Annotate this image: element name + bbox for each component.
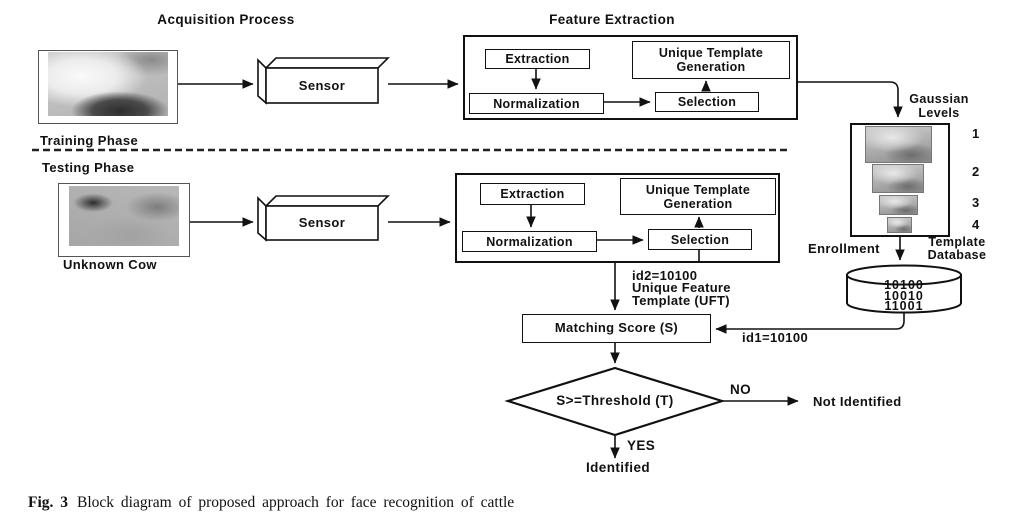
figure-caption-text: Block diagram of proposed approach for f… bbox=[77, 494, 515, 511]
uft-line-2: Unique Feature bbox=[632, 280, 731, 296]
uft-id2-line: id2=10100 bbox=[632, 268, 698, 283]
sensor-3d-shape-training bbox=[257, 57, 390, 105]
training-cow-image bbox=[48, 52, 168, 116]
gaussian-level-2-number: 2 bbox=[972, 164, 980, 179]
figure-caption: Fig. 3 Block diagram of proposed approach… bbox=[28, 494, 514, 512]
normalization-box-testing: Normalization bbox=[462, 231, 597, 252]
selection-box-testing: Selection bbox=[648, 229, 752, 250]
gaussian-level-1-number: 1 bbox=[972, 126, 980, 141]
decision-no-label: NO bbox=[730, 382, 752, 397]
decision-diamond bbox=[504, 366, 726, 437]
unique-template-generation-box-testing: Unique Template Generation bbox=[620, 178, 776, 215]
identified-label: Identified bbox=[586, 460, 650, 475]
database-entries: 10100 10010 11001 bbox=[854, 278, 954, 313]
testing-cow-image-frame bbox=[58, 183, 190, 257]
gaussian-level-4-number: 4 bbox=[972, 217, 980, 232]
database-entry: 11001 bbox=[884, 299, 924, 313]
sensor-label-testing: Sensor bbox=[298, 215, 346, 230]
template-database-cylinder bbox=[846, 264, 962, 314]
gaussian-level-1-image bbox=[865, 126, 932, 163]
gaussian-level-3-number: 3 bbox=[972, 195, 980, 210]
gaussian-pyramid-box bbox=[850, 123, 950, 237]
training-phase-label: Training Phase bbox=[40, 133, 139, 148]
unique-feature-template-annotation: id2=10100 Unique Feature Template (UFT) bbox=[632, 268, 731, 308]
enrollment-label: Enrollment bbox=[808, 241, 880, 256]
feature-extraction-box-testing bbox=[455, 173, 780, 263]
gaussian-level-2-image bbox=[872, 164, 924, 193]
testing-cow-image bbox=[69, 186, 179, 246]
gaussian-levels-label: Gaussian Levels bbox=[909, 92, 969, 120]
unique-template-generation-box-training: Unique Template Generation bbox=[632, 41, 790, 79]
extraction-box-training: Extraction bbox=[485, 49, 590, 69]
database-entry: 10100 bbox=[884, 278, 924, 292]
uft-line-3: Template (UFT) bbox=[632, 292, 730, 308]
matching-score-box: Matching Score (S) bbox=[522, 314, 711, 343]
decision-yes-label: YES bbox=[627, 438, 656, 453]
extraction-box-testing: Extraction bbox=[480, 183, 585, 205]
gaussian-level-3-image bbox=[879, 195, 918, 215]
sensor-3d-shape-testing bbox=[257, 195, 390, 242]
decision-condition-label: S>=Threshold (T) bbox=[556, 393, 674, 408]
training-cow-image-frame bbox=[38, 50, 178, 124]
testing-phase-label: Testing Phase bbox=[42, 160, 135, 175]
figure-number-label: Fig. 3 bbox=[28, 494, 69, 511]
normalization-box-training: Normalization bbox=[469, 93, 604, 114]
gaussian-level-4-image bbox=[887, 217, 912, 233]
database-entry: 10010 bbox=[884, 288, 924, 303]
feature-extraction-box-training bbox=[463, 35, 798, 120]
template-database-label: Template Database bbox=[927, 235, 987, 263]
not-identified-label: Not Identified bbox=[813, 394, 902, 409]
header-acquisition-process: Acquisition Process bbox=[157, 12, 295, 27]
sensor-label-training: Sensor bbox=[298, 78, 346, 93]
selection-box-training: Selection bbox=[655, 92, 759, 112]
unknown-cow-label: Unknown Cow bbox=[63, 257, 157, 272]
header-feature-extraction: Feature Extraction bbox=[549, 12, 675, 27]
id1-label: id1=10100 bbox=[742, 330, 809, 345]
